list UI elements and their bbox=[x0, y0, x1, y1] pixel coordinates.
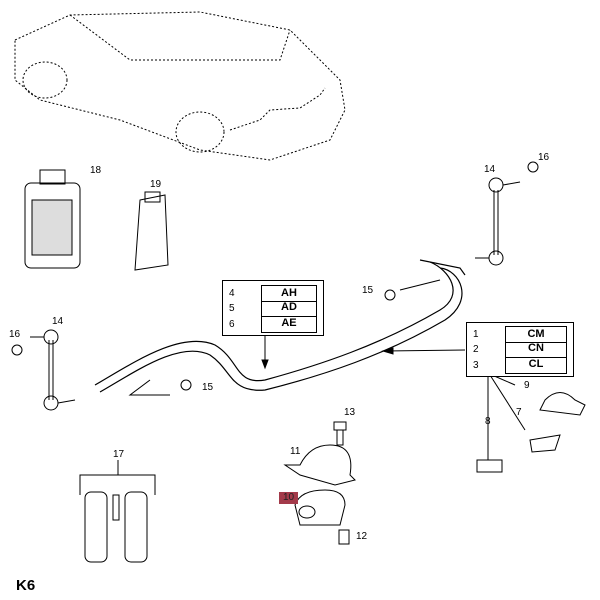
row-number: 1 bbox=[473, 329, 479, 340]
row-number: 6 bbox=[229, 319, 235, 330]
fluid-bottle bbox=[24, 169, 81, 269]
clamp-11 bbox=[283, 444, 356, 486]
callout-14-right: 14 bbox=[484, 164, 496, 175]
page-code: K6 bbox=[16, 577, 36, 594]
callout-14-left: 14 bbox=[52, 316, 64, 327]
row-number: 2 bbox=[473, 344, 479, 355]
callout-18: 18 bbox=[90, 165, 102, 176]
code-row: 5 AD bbox=[223, 300, 323, 317]
stabilizer-link-right bbox=[475, 177, 521, 266]
row-code: CN bbox=[505, 341, 567, 358]
code-row: 4 AH bbox=[223, 285, 323, 302]
callout-12: 12 bbox=[356, 531, 368, 542]
clamp-9 bbox=[539, 392, 586, 416]
callout-11: 11 bbox=[290, 446, 301, 457]
bracket-8 bbox=[476, 459, 503, 473]
callout-8: 8 bbox=[485, 416, 491, 427]
callout-16-right: 16 bbox=[538, 152, 550, 163]
clip-15-bottom bbox=[180, 379, 192, 391]
stabilizer-bar bbox=[94, 259, 466, 393]
callout-19: 19 bbox=[150, 179, 162, 190]
callout-13: 13 bbox=[344, 407, 356, 418]
bolt-13 bbox=[333, 421, 347, 446]
row-number: 5 bbox=[229, 303, 235, 314]
car-outline bbox=[14, 11, 346, 161]
row-number: 3 bbox=[473, 360, 479, 371]
bush-half-7 bbox=[529, 434, 561, 453]
callout-9: 9 bbox=[524, 380, 530, 391]
code-table-left: 4 AH 5 AD 6 AE bbox=[222, 280, 324, 336]
nut-16-left bbox=[11, 344, 23, 356]
grease-tube bbox=[134, 191, 169, 271]
bolt-12 bbox=[338, 529, 350, 545]
row-code: AH bbox=[261, 285, 317, 302]
bush-10 bbox=[294, 489, 346, 526]
clip-15-top bbox=[384, 289, 396, 301]
callout-16-left: 16 bbox=[9, 329, 21, 340]
row-code: AE bbox=[261, 316, 317, 333]
code-row: 6 AE bbox=[223, 316, 323, 333]
row-code: AD bbox=[261, 300, 317, 317]
stabilizer-link-left bbox=[30, 329, 76, 411]
callout-10-highlighted: 10 bbox=[279, 492, 299, 504]
code-row: 2 CN bbox=[467, 341, 573, 358]
nut-16-right bbox=[527, 161, 539, 173]
row-number: 4 bbox=[229, 288, 235, 299]
damper-pair bbox=[84, 491, 148, 563]
code-table-right: 1 CM 2 CN 3 CL bbox=[466, 322, 574, 377]
row-code: CM bbox=[505, 326, 567, 343]
callout-15-bottom: 15 bbox=[202, 382, 214, 393]
code-row: 1 CM bbox=[467, 326, 573, 343]
code-row: 3 CL bbox=[467, 357, 573, 374]
callout-17: 17 bbox=[113, 449, 125, 460]
row-code: CL bbox=[505, 357, 567, 374]
callout-15-top: 15 bbox=[362, 285, 374, 296]
callout-7: 7 bbox=[516, 407, 522, 418]
